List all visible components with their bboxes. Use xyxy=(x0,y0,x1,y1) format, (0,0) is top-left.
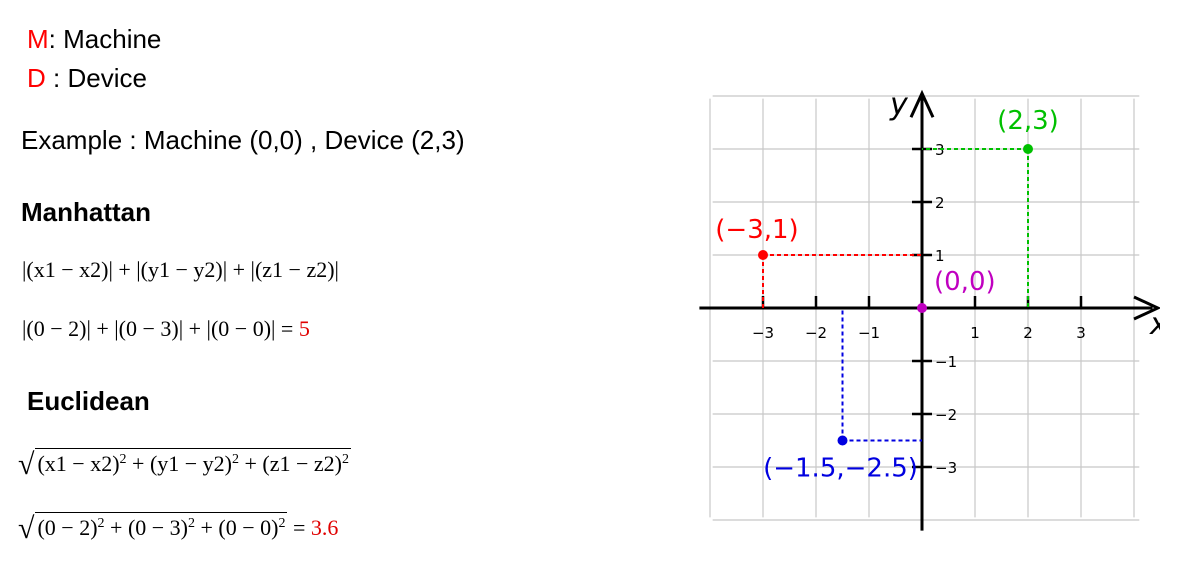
x-tick-label: 3 xyxy=(1076,324,1086,342)
formula-term: + (y1 − y2) xyxy=(126,451,232,476)
formula-term: + (z1 − z2) xyxy=(239,451,343,476)
calc-term: (0 − 2) xyxy=(37,515,98,540)
euclidean-equals: = xyxy=(287,515,311,540)
device-label: : Device xyxy=(45,63,147,93)
y-axis-label: y xyxy=(889,88,909,123)
formula-exponent: 2 xyxy=(232,452,239,467)
y-tick-label: −2 xyxy=(935,406,957,424)
radical-sign: √ xyxy=(18,448,35,481)
calc-exponent: 2 xyxy=(188,516,195,531)
point-label: (−1.5,−2.5) xyxy=(763,454,918,484)
euclidean-result: 3.6 xyxy=(310,515,339,540)
data-point xyxy=(917,303,927,313)
point-label: (0,0) xyxy=(934,267,996,297)
calc-exponent: 2 xyxy=(97,516,105,531)
y-axis-arrow xyxy=(909,89,935,118)
calc-exponent: 2 xyxy=(278,516,286,531)
radical-sign: √ xyxy=(18,512,35,545)
example-text: Example : Machine (0,0) , Device (2,3) xyxy=(21,125,465,155)
euclidean-formula-sqrt: √(x1 − x2)2 + (y1 − y2)2 + (z1 − z2)2 xyxy=(18,448,351,482)
data-point xyxy=(1023,144,1033,154)
manhattan-calc-expression: |(0 − 2)| + |(0 − 3)| + |(0 − 0)| = xyxy=(22,316,299,341)
y-tick-label: −1 xyxy=(935,353,957,371)
euclidean-formula-radicand: (x1 − x2)2 + (y1 − y2)2 + (z1 − z2)2 xyxy=(35,448,351,476)
manhattan-result: 5 xyxy=(298,316,310,341)
x-axis-arrow xyxy=(1133,295,1160,321)
x-tick-label: −3 xyxy=(752,324,774,342)
formula-exponent: 2 xyxy=(119,452,127,467)
formula-term: (x1 − x2) xyxy=(37,451,120,476)
euclidean-heading: Euclidean xyxy=(27,386,150,416)
manhattan-calc: |(0 − 2)| + |(0 − 3)| + |(0 − 0)| = 5 xyxy=(22,316,310,342)
data-point xyxy=(837,435,848,446)
euclidean-calc-radicand: (0 − 2)2 + (0 − 3)2 + (0 − 0)2 xyxy=(35,512,288,540)
point-label: (2,3) xyxy=(997,106,1059,136)
x-tick-label: −1 xyxy=(858,324,880,342)
legend-machine: M: Machine xyxy=(27,24,161,55)
x-tick-label: −2 xyxy=(805,324,827,342)
coordinate-plane: x y −3 −2 −1 1 2 3 −3 −2 −1 1 2 3 (2,3) (−3,1) (0,0) (−1.… xyxy=(699,88,1160,531)
calc-term: + (0 − 0) xyxy=(195,515,279,540)
y-tick-label: 3 xyxy=(935,141,945,159)
x-tick-label: 2 xyxy=(1023,324,1033,342)
machine-label: : Machine xyxy=(48,24,162,54)
euclidean-formula: √(x1 − x2)2 + (y1 − y2)2 + (z1 − z2)2 xyxy=(18,448,351,482)
manhattan-formula: |(x1 − x2)| + |(y1 − y2)| + |(z1 − z2)| xyxy=(22,257,339,282)
y-tick-label: −3 xyxy=(935,459,957,477)
x-tick-label: 1 xyxy=(970,324,980,342)
x-axis-label: x xyxy=(1149,307,1160,342)
euclidean-calc-sqrt: √(0 − 2)2 + (0 − 3)2 + (0 − 0)2 xyxy=(18,512,288,546)
euclidean-calc: √(0 − 2)2 + (0 − 3)2 + (0 − 0)2 = 3.6 xyxy=(18,512,338,546)
manhattan-heading: Manhattan xyxy=(21,197,151,227)
data-point xyxy=(758,250,768,260)
y-tick-label: 2 xyxy=(935,194,945,212)
legend-device: D : Device xyxy=(27,63,147,94)
calc-term: + (0 − 3) xyxy=(104,515,188,540)
device-letter: D xyxy=(27,63,46,93)
y-tick-label: 1 xyxy=(935,247,945,265)
point-label: (−3,1) xyxy=(715,215,798,245)
formula-exponent: 2 xyxy=(342,452,349,467)
machine-letter: M xyxy=(27,24,49,54)
